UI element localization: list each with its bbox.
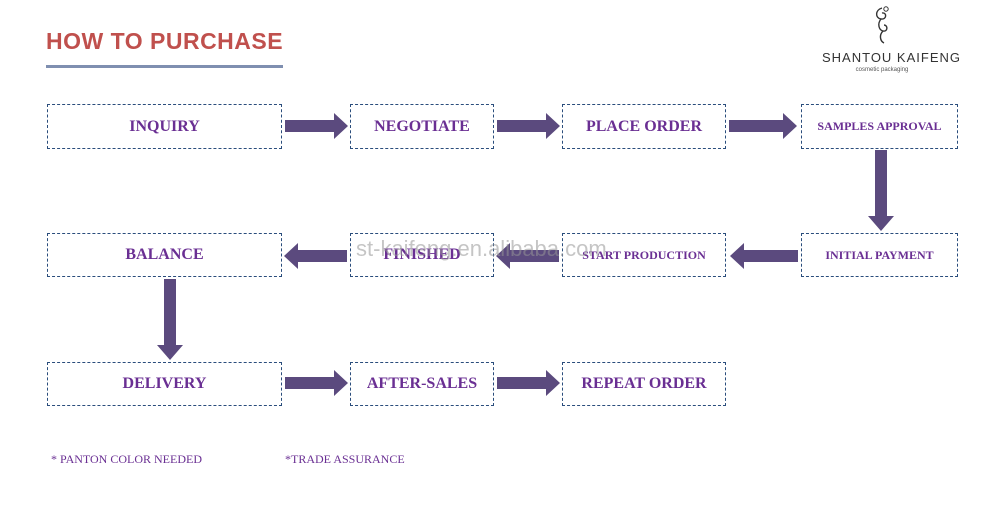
arrow-start-production-to-finished [496, 243, 559, 269]
arrow-place-order-to-samples [729, 113, 797, 139]
title-underline [46, 65, 283, 68]
arrow-finished-to-balance [284, 243, 347, 269]
step-after-sales: AFTER-SALES [350, 362, 494, 406]
step-place-order: PLACE ORDER [562, 104, 726, 149]
arrow-balance-to-delivery [157, 279, 183, 360]
arrow-initial-to-start-production [730, 243, 798, 269]
step-repeat-order: REPEAT ORDER [562, 362, 726, 406]
step-samples-approval: SAMPLES APPROVAL [801, 104, 958, 149]
step-inquiry: INQUIRY [47, 104, 282, 149]
arrow-inquiry-to-negotiate [285, 113, 348, 139]
swirl-flower-icon [875, 6, 889, 44]
arrow-delivery-to-after-sales [285, 370, 348, 396]
note-panton-color: * PANTON COLOR NEEDED [51, 452, 203, 466]
arrow-negotiate-to-place-order [497, 113, 560, 139]
page-title: HOW TO PURCHASE [46, 28, 284, 54]
step-delivery: DELIVERY [47, 362, 282, 406]
arrow-after-sales-to-repeat-order [497, 370, 560, 396]
step-balance: BALANCE [47, 233, 282, 277]
step-start-production: START PRODUCTION [562, 233, 726, 277]
step-negotiate: NEGOTIATE [350, 104, 494, 149]
step-initial-payment: INITIAL PAYMENT [801, 233, 958, 277]
note-trade-assurance: *TRADE ASSURANCE [285, 452, 405, 466]
logo-name: SHANTOU KAIFENG [822, 50, 962, 65]
step-finished: FINISHED [350, 233, 494, 277]
arrow-samples-to-initial-payment [868, 150, 894, 231]
logo-subtitle: cosmetic packaging [855, 67, 909, 73]
company-logo: SHANTOU KAIFENG cosmetic packaging [822, 4, 962, 76]
